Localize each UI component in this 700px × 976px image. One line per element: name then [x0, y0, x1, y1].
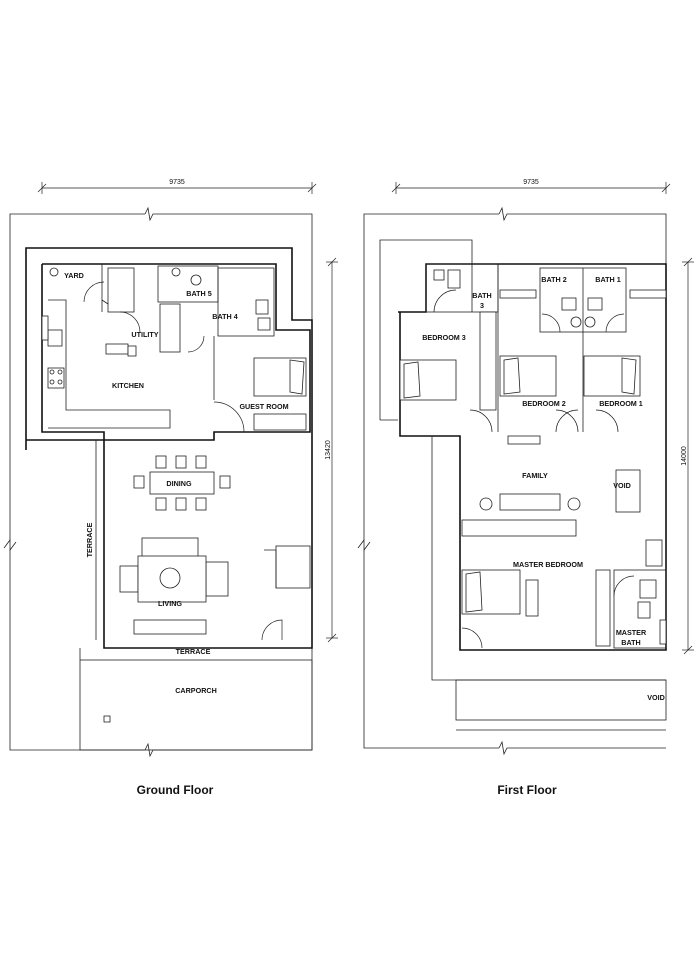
ground-floor-caption: Ground Floor	[137, 783, 214, 797]
room-label-bath4: BATH 4	[212, 312, 237, 321]
room-label-master-bath-line1: MASTER	[616, 628, 647, 637]
room-label-bath3-line1: BATH	[472, 291, 491, 300]
room-label-terrace-front: TERRACE	[176, 647, 211, 656]
ground-floor-width-dimension: 9735	[37, 179, 317, 194]
room-label-bath1: BATH 1	[595, 275, 620, 284]
room-label-void-top: VOID	[613, 481, 631, 490]
room-label-family: FAMILY	[522, 471, 548, 480]
first-floor-site-boundary	[357, 206, 667, 756]
first-floor-walls	[379, 239, 667, 731]
first-floor-depth-label: 14000	[681, 446, 688, 466]
room-label-kitchen: KITCHEN	[112, 381, 144, 390]
room-label-bath3-line2: 3	[480, 301, 484, 310]
room-label-dining: DINING	[166, 479, 192, 488]
ground-floor-walls	[25, 247, 313, 751]
room-label-living: LIVING	[158, 599, 182, 608]
room-label-terrace-side: TERRACE	[85, 522, 94, 557]
room-label-bedroom1: BEDROOM 1	[599, 399, 643, 408]
ground-floor-depth-label: 13420	[325, 440, 332, 460]
ground-floor-plan: 9735 13420	[3, 179, 338, 797]
first-floor-width-dimension: 9735	[391, 179, 671, 194]
first-floor-depth-dimension: 14000	[681, 257, 694, 655]
room-label-master-bath-line2: BATH	[621, 638, 640, 647]
room-label-bedroom2: BEDROOM 2	[522, 399, 566, 408]
room-label-master-bedroom: MASTER BEDROOM	[513, 560, 583, 569]
first-floor-plan: 9735 14000	[357, 179, 694, 797]
room-label-utility: UTILITY	[131, 330, 158, 339]
ground-floor-width-label: 9735	[169, 179, 185, 186]
first-floor-width-label: 9735	[523, 179, 539, 186]
room-label-carporch: CARPORCH	[175, 686, 217, 695]
room-label-bedroom3: BEDROOM 3	[422, 333, 466, 342]
room-label-void-bottom: VOID	[647, 693, 665, 702]
first-floor-caption: First Floor	[497, 783, 557, 797]
room-label-bath5: BATH 5	[186, 289, 211, 298]
room-label-guest-room: GUEST ROOM	[239, 402, 288, 411]
room-label-yard: YARD	[64, 271, 84, 280]
ground-floor-depth-dimension: 13420	[325, 257, 338, 643]
room-label-bath2: BATH 2	[541, 275, 566, 284]
